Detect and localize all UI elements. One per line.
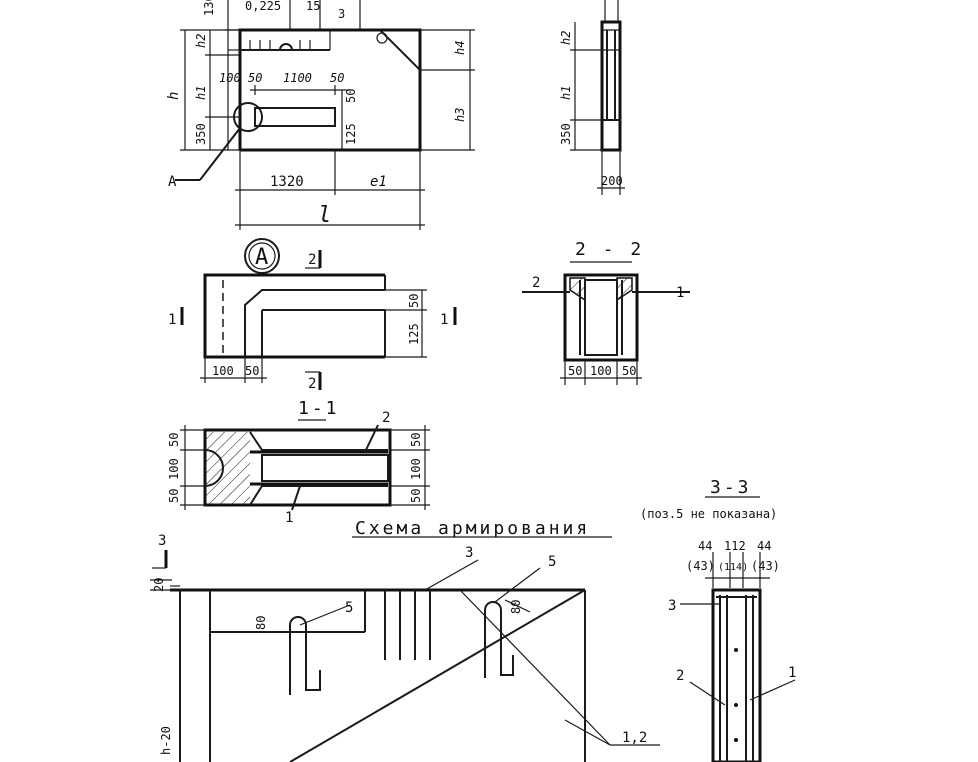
scheme-dim-h20: h-20 <box>159 726 173 755</box>
sec22-dim-50b: 50 <box>622 364 636 378</box>
sec33-pos-3: 3 <box>668 598 676 614</box>
detail-a <box>180 238 457 390</box>
sec22-dim-100: 100 <box>590 364 612 378</box>
side-dim-350: 350 <box>559 123 573 145</box>
detail-a-dim-50: 50 <box>407 294 421 308</box>
scheme-pos-5b: 5 <box>548 554 556 570</box>
dim-50b: 50 <box>330 71 344 85</box>
scheme-dim-20: 20 <box>152 578 166 592</box>
cut-2-bottom: 2 <box>308 376 316 392</box>
sec33-dim-44b: 44 <box>757 539 771 553</box>
dim-15: 15 <box>306 0 320 13</box>
dim-h1: h1 <box>194 86 208 100</box>
section-1-1 <box>180 419 430 511</box>
sec11-right-50a: 50 <box>409 433 423 447</box>
section-1-1-title: 1-1 <box>298 398 340 419</box>
detail-a-mark: A <box>255 245 268 270</box>
detail-a-labels: A 2 2 1 1 50 125 100 50 <box>168 245 448 392</box>
sec11-pos-1: 1 <box>285 510 293 526</box>
scheme-cut-3: 3 <box>158 533 166 549</box>
detail-a-dim-100: 100 <box>212 364 234 378</box>
detail-a-dim-50h: 50 <box>245 364 259 378</box>
sec11-right-100: 100 <box>409 458 423 480</box>
dim-125: 125 <box>344 123 358 145</box>
scheme-title: Схема армирования <box>355 518 590 539</box>
side-dim-200: 200 <box>601 174 623 188</box>
detail-a-dim-125: 125 <box>407 323 421 345</box>
sec11-right-50b: 50 <box>409 489 423 503</box>
reinforcement-scheme <box>150 536 660 762</box>
section-3-3-note: (поз.5 не показана) <box>640 507 777 521</box>
main-elevation <box>175 0 475 230</box>
reinforcement-scheme-labels: Схема армирования 3 3 5 5 20 80 80 h-20 … <box>152 518 647 755</box>
sec33-pos-1: 1 <box>788 665 796 681</box>
sec22-dim-50a: 50 <box>568 364 582 378</box>
dim-130: 130 <box>202 0 216 16</box>
cut-2-top: 2 <box>308 252 316 268</box>
main-elevation-labels: 130 0,225 15 3 h2 h h1 350 h4 h3 100 50 … <box>166 0 467 228</box>
sec22-pos-2: 2 <box>532 275 540 291</box>
sec33-dim-114: (114) <box>718 562 748 573</box>
cut-1-left: 1 <box>168 312 176 328</box>
sec33-pos-2: 2 <box>676 668 684 684</box>
dim-l: l <box>318 203 331 228</box>
sec33-dim-43b: (43) <box>751 559 780 573</box>
side-dim-h2: h2 <box>559 31 573 45</box>
scheme-pos-1-2: 1,2 <box>622 730 647 746</box>
sec22-pos-1: 1 <box>676 285 684 301</box>
scheme-dim-80b: 80 <box>509 600 523 614</box>
cut-1-right: 1 <box>440 312 448 328</box>
sec11-left-100: 100 <box>167 458 181 480</box>
side-view-labels: h2 h1 350 200 <box>559 31 623 188</box>
scheme-pos-3: 3 <box>465 545 473 561</box>
section-2-2-title: 2 - 2 <box>575 239 644 260</box>
sec11-left-50a: 50 <box>167 433 181 447</box>
sec33-dim-44a: 44 <box>698 539 712 553</box>
dim-50a: 50 <box>248 71 262 85</box>
dim-350: 350 <box>194 123 208 145</box>
scheme-pos-5a: 5 <box>345 600 353 616</box>
dim-h: h <box>166 92 182 100</box>
dim-e1: e1 <box>370 174 387 190</box>
dim-100: 100 <box>219 71 241 85</box>
sec11-pos-2: 2 <box>382 410 390 426</box>
dim-h4: h4 <box>453 41 467 55</box>
section-2-2 <box>522 261 690 385</box>
dim-1100: 1100 <box>283 71 312 85</box>
dim-3-top: 3 <box>338 7 345 21</box>
section-3-3-labels: 3-3 (поз.5 не показана) 44 112 44 (43) (… <box>640 477 796 684</box>
section-1-1-labels: 1-1 2 1 50 100 50 50 100 50 <box>167 398 423 526</box>
sec33-dim-43a: (43) <box>686 559 715 573</box>
section-3-3 <box>680 496 796 762</box>
dim-h3: h3 <box>453 108 467 122</box>
sec11-left-50b: 50 <box>167 489 181 503</box>
dim-1320: 1320 <box>270 174 304 190</box>
section-3-3-title: 3-3 <box>710 477 752 498</box>
side-dim-h1: h1 <box>559 86 573 100</box>
dim-50v: 50 <box>344 89 358 103</box>
dim-h2: h2 <box>194 34 208 48</box>
side-view <box>570 0 625 195</box>
dim-0225: 0,225 <box>245 0 281 13</box>
sec33-dim-112: 112 <box>724 539 746 553</box>
leader-A: A <box>168 174 177 190</box>
section-2-2-labels: 2 - 2 2 1 50 100 50 <box>532 239 684 378</box>
scheme-dim-80a: 80 <box>254 616 268 630</box>
